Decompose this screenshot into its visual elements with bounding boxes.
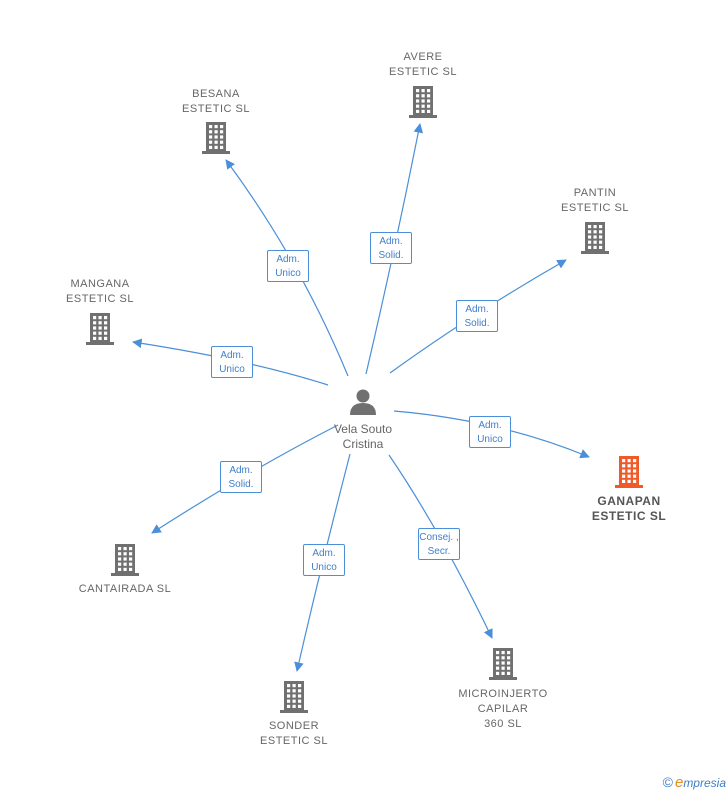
company-name-line: ESTETIC SL <box>561 202 629 214</box>
copyright-icon: © <box>662 774 673 790</box>
company-name-line: CAPILAR <box>477 703 529 715</box>
company-name-line: MICROINJERTO <box>458 688 548 700</box>
relation-label-text: Secr. <box>427 546 451 557</box>
company-name-line: CANTAIRADA SL <box>78 583 172 595</box>
building-icon-mangana[interactable] <box>86 313 114 345</box>
brand-logo-initial: e <box>674 774 684 791</box>
company-name-line: MANGANA <box>70 278 130 290</box>
relation-label-text: Consej. , <box>419 532 459 543</box>
company-name-line: ESTETIC SL <box>260 735 328 747</box>
relation-label-microinjerto[interactable]: Consej. , Secr. <box>418 528 460 560</box>
company-label-cantairada[interactable]: CANTAIRADA SL <box>55 582 195 597</box>
relation-label-text: Unico <box>275 268 301 279</box>
relation-label-text: Unico <box>311 562 337 573</box>
person-icon[interactable] <box>350 389 376 416</box>
footer-credit[interactable]: ©empresia <box>663 774 726 791</box>
building-icon-pantin[interactable] <box>581 222 609 254</box>
company-label-mangana[interactable]: MANGANA ESTETIC SL <box>30 277 170 307</box>
company-name-line: ESTETIC SL <box>66 293 134 305</box>
company-label-pantin[interactable]: PANTIN ESTETIC SL <box>525 186 665 216</box>
relation-label-text: Adm. <box>220 350 244 361</box>
relation-label-text: Adm. <box>379 236 403 247</box>
company-label-avere[interactable]: AVERE ESTETIC SL <box>353 50 493 80</box>
relation-label-text: Adm. <box>465 304 489 315</box>
relation-label-besana[interactable]: Adm. Unico <box>267 250 309 282</box>
brand-name: mpresia <box>683 776 726 790</box>
relation-label-mangana[interactable]: Adm. Unico <box>211 346 253 378</box>
relation-label-text: Adm. <box>312 548 336 559</box>
relation-label-text: Unico <box>477 434 503 445</box>
building-icon-avere[interactable] <box>409 86 437 118</box>
company-name-line: ESTETIC SL <box>591 509 667 523</box>
company-name-line: GANAPAN <box>597 494 661 508</box>
relation-label-pantin[interactable]: Adm. Solid. <box>456 300 498 332</box>
relation-label-text: Solid. <box>378 250 404 261</box>
relation-label-ganapan[interactable]: Adm. Unico <box>469 416 511 448</box>
company-name-line: ESTETIC SL <box>389 66 457 78</box>
relation-label-text: Unico <box>219 364 245 375</box>
relation-label-text: Adm. <box>478 420 502 431</box>
building-icon-sonder[interactable] <box>280 681 308 713</box>
company-name-line: ESTETIC SL <box>182 103 250 115</box>
person-name-line: Cristina <box>342 437 384 451</box>
company-label-sonder[interactable]: SONDER ESTETIC SL <box>224 719 364 749</box>
company-name-line: BESANA <box>192 88 240 100</box>
company-name-line: SONDER <box>268 720 320 732</box>
relation-label-avere[interactable]: Adm. Solid. <box>370 232 412 264</box>
building-icon-microinjerto[interactable] <box>489 648 517 680</box>
company-name-line: AVERE <box>403 51 443 63</box>
person-name-line: Vela Souto <box>333 422 393 436</box>
relation-label-text: Solid. <box>464 318 490 329</box>
relation-label-text: Adm. <box>229 465 253 476</box>
company-label-microinjerto[interactable]: MICROINJERTO CAPILAR 360 SL <box>433 687 573 732</box>
building-icon-besana[interactable] <box>202 122 230 154</box>
company-name-line: PANTIN <box>573 187 617 199</box>
company-name-line: 360 SL <box>484 718 522 730</box>
building-icon-cantairada[interactable] <box>111 544 139 576</box>
building-icon-ganapan[interactable] <box>615 456 643 488</box>
company-label-besana[interactable]: BESANA ESTETIC SL <box>146 87 286 117</box>
relation-label-sonder[interactable]: Adm. Unico <box>303 544 345 576</box>
relation-label-cantairada[interactable]: Adm. Solid. <box>220 461 262 493</box>
relation-label-text: Adm. <box>276 254 300 265</box>
relation-label-text: Solid. <box>228 479 254 490</box>
